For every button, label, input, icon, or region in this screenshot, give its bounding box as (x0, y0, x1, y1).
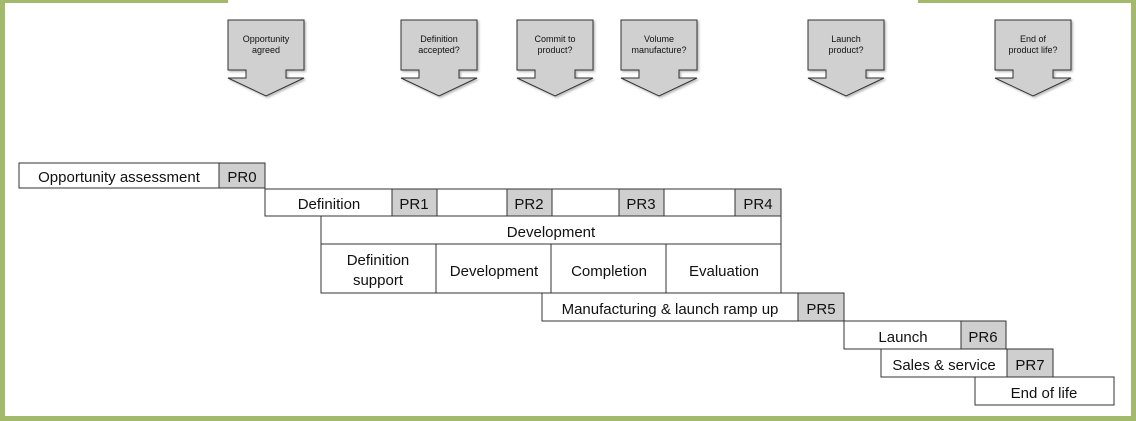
review-label: PR7 (1015, 357, 1044, 374)
gate-opportunity-agreed: Opportunity agreed (227, 19, 305, 97)
subphase-completion: Completion (550, 243, 667, 294)
review-pr1: PR1 (391, 188, 438, 217)
phase-label: End of life (1011, 385, 1078, 402)
gate-label-line1: Opportunity (243, 34, 290, 44)
subphase-development: Development (435, 243, 552, 294)
gate-volume-manufacture: Volume manufacture? (620, 19, 698, 97)
phase-end-of-life: End of life (974, 376, 1115, 406)
gate-label-line2: accepted? (418, 45, 460, 55)
review-pr5: PR5 (797, 292, 845, 322)
review-label: PR1 (399, 196, 428, 213)
gate-label-line1: Commit to (534, 34, 575, 44)
phase-label: Launch (878, 329, 927, 346)
review-pr3: PR3 (618, 188, 665, 217)
subphase-label-line2: support (353, 272, 404, 289)
review-label: PR2 (514, 196, 543, 213)
review-label: PR4 (743, 196, 772, 213)
gate-label-line2: manufacture? (631, 45, 686, 55)
gate-label-line2: product? (828, 45, 863, 55)
phase-opportunity-assessment: Opportunity assessment (18, 162, 220, 189)
phase-development: Development (320, 215, 782, 245)
gate-label-line2: product life? (1008, 45, 1057, 55)
subphase-label: Development (450, 263, 539, 280)
phase-manufacturing-launch-ramp-up: Manufacturing & launch ramp up (541, 292, 799, 322)
subphase-definition-support: Definition support (320, 243, 437, 294)
phase-label: Development (507, 224, 596, 241)
review-label: PR3 (626, 196, 655, 213)
gate-label-line1: End of (1020, 34, 1047, 44)
review-label: PR0 (227, 169, 256, 186)
phase-sales-service: Sales & service (880, 348, 1008, 378)
phase-label: Manufacturing & launch ramp up (562, 301, 779, 318)
gate-label-line1: Volume (644, 34, 674, 44)
frame-top-left (0, 0, 228, 3)
review-pr6: PR6 (960, 320, 1007, 350)
review-pr7: PR7 (1006, 348, 1054, 378)
phase-launch: Launch (843, 320, 962, 350)
subphase-label-line1: Definition (347, 252, 410, 269)
gate-launch-product: Launch product? (807, 19, 885, 97)
gate-label-line2: product? (537, 45, 572, 55)
gate-definition-accepted: Definition accepted? (400, 19, 478, 97)
phase-label: Sales & service (892, 357, 995, 374)
review-label: PR6 (968, 329, 997, 346)
phase-label: Opportunity assessment (38, 169, 201, 186)
gate-label-line1: Launch (831, 34, 861, 44)
phase-label: Definition (298, 196, 361, 213)
review-pr0: PR0 (218, 162, 266, 189)
subphase-label: Completion (571, 263, 647, 280)
frame-top-right (918, 0, 1136, 3)
review-pr4: PR4 (734, 188, 782, 217)
gate-label-line2: agreed (252, 45, 280, 55)
subphase-evaluation: Evaluation (665, 243, 782, 294)
gate-label-line1: Definition (420, 34, 458, 44)
subphase-label: Evaluation (689, 263, 759, 280)
gate-end-of-product-life: End of product life? (994, 19, 1072, 97)
review-pr2: PR2 (506, 188, 553, 217)
gate-commit-to-product: Commit to product? (516, 19, 594, 97)
review-label: PR5 (806, 301, 835, 318)
